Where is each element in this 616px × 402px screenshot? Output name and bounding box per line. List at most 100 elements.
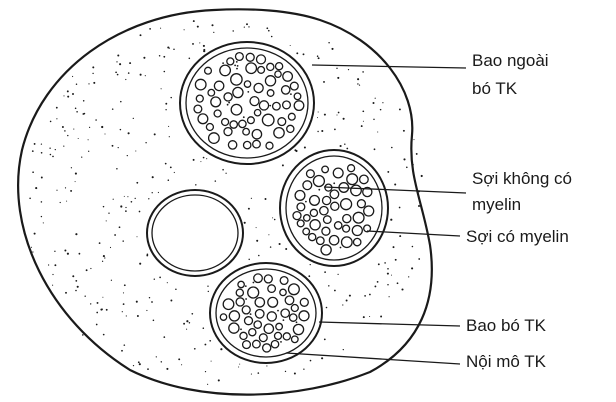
stipple-dot bbox=[92, 66, 94, 68]
myelinated-fiber bbox=[291, 305, 298, 312]
stipple-dot bbox=[377, 281, 379, 283]
myelinated-fiber bbox=[348, 165, 355, 172]
stipple-dot bbox=[232, 30, 233, 31]
stipple-dot bbox=[163, 56, 165, 58]
stipple-dot bbox=[32, 150, 34, 152]
myelinated-fiber bbox=[292, 336, 299, 343]
stipple-dot bbox=[334, 290, 336, 292]
myelinated-fiber bbox=[333, 168, 343, 178]
myelinated-fiber bbox=[364, 206, 374, 216]
myelinated-fiber bbox=[317, 237, 325, 245]
myelinated-fiber bbox=[360, 175, 369, 184]
stipple-dot bbox=[72, 275, 74, 277]
stipple-dot bbox=[165, 163, 167, 165]
stipple-dot bbox=[390, 219, 392, 221]
myelinated-fiber bbox=[254, 110, 260, 116]
stipple-dot bbox=[82, 113, 84, 115]
stipple-dot bbox=[391, 147, 393, 149]
stipple-dot bbox=[75, 290, 77, 292]
stipple-dot bbox=[156, 356, 157, 357]
stipple-dot bbox=[336, 68, 337, 69]
stipple-dot bbox=[52, 285, 53, 286]
stipple-dot bbox=[303, 369, 304, 370]
myelinated-fiber bbox=[254, 321, 261, 328]
stipple-dot bbox=[75, 233, 77, 235]
myelinated-fiber bbox=[275, 71, 281, 77]
stipple-dot bbox=[112, 108, 114, 110]
myelinated-fiber bbox=[220, 314, 226, 320]
stipple-dot bbox=[65, 187, 66, 188]
unmyelinated-fiber bbox=[296, 321, 298, 323]
stipple-dot bbox=[154, 133, 156, 135]
stipple-dot bbox=[163, 71, 165, 73]
stipple-dot bbox=[102, 261, 103, 262]
stipple-dot bbox=[125, 79, 126, 80]
myelinated-fiber bbox=[293, 324, 303, 334]
stipple-dot bbox=[203, 49, 205, 51]
stipple-dot bbox=[160, 28, 161, 29]
stipple-dot bbox=[344, 143, 345, 144]
stipple-dot bbox=[159, 277, 161, 279]
myelinated-fiber bbox=[259, 101, 268, 110]
myelinated-fiber bbox=[229, 323, 239, 333]
stipple-dot bbox=[124, 196, 125, 197]
stipple-dot bbox=[203, 327, 205, 329]
unmyelinated-fiber bbox=[318, 189, 320, 191]
myelinated-fiber bbox=[205, 67, 212, 74]
myelinated-fiber bbox=[230, 121, 237, 128]
stipple-dot bbox=[178, 358, 180, 360]
stipple-dot bbox=[75, 181, 76, 182]
unmyelinated-fiber bbox=[245, 285, 247, 287]
myelinated-fiber bbox=[248, 287, 259, 298]
myelinated-fiber bbox=[300, 298, 308, 306]
fascicle-bottom bbox=[210, 263, 322, 363]
stipple-dot bbox=[310, 264, 311, 265]
stipple-dot bbox=[397, 282, 399, 284]
stipple-dot bbox=[129, 62, 131, 64]
stipple-dot bbox=[67, 253, 69, 255]
myelinated-fiber bbox=[290, 82, 298, 90]
stipple-dot bbox=[115, 71, 117, 73]
stipple-dot bbox=[60, 202, 61, 203]
stipple-dot bbox=[321, 130, 323, 132]
myelinated-fiber bbox=[329, 236, 338, 245]
stipple-dot bbox=[387, 268, 389, 270]
stipple-dot bbox=[324, 114, 326, 116]
stipple-dot bbox=[128, 132, 130, 134]
unmyelinated-fiber bbox=[240, 328, 242, 330]
stipple-dot bbox=[317, 117, 318, 118]
stipple-dot bbox=[127, 196, 128, 197]
stipple-dot bbox=[336, 114, 337, 115]
stipple-dot bbox=[374, 285, 376, 287]
stipple-dot bbox=[54, 264, 56, 266]
unmyelinated-fiber bbox=[290, 93, 292, 95]
myelinated-fiber bbox=[231, 104, 242, 115]
stipple-dot bbox=[197, 26, 199, 28]
stipple-dot bbox=[168, 126, 169, 127]
stipple-dot bbox=[285, 371, 286, 372]
stipple-dot bbox=[110, 247, 111, 248]
myelinated-fiber bbox=[283, 101, 291, 109]
stipple-dot bbox=[324, 271, 326, 273]
myelinated-fiber bbox=[211, 97, 221, 107]
stipple-dot bbox=[348, 69, 349, 70]
stipple-dot bbox=[133, 118, 134, 119]
stipple-dot bbox=[139, 363, 141, 365]
stipple-dot bbox=[380, 316, 382, 318]
myelinated-fiber bbox=[252, 130, 261, 139]
stipple-dot bbox=[123, 292, 124, 293]
stipple-dot bbox=[92, 73, 93, 74]
myelinated-fiber bbox=[257, 55, 266, 64]
myelinated-fiber bbox=[240, 332, 247, 339]
stipple-dot bbox=[89, 127, 90, 128]
myelinated-fiber bbox=[214, 110, 221, 117]
myelinated-fiber bbox=[283, 333, 290, 340]
myelinated-fiber bbox=[209, 133, 220, 144]
stipple-dot bbox=[251, 198, 252, 199]
myelinated-fiber bbox=[254, 274, 263, 283]
stipple-dot bbox=[50, 121, 52, 123]
stipple-dot bbox=[56, 118, 57, 119]
myelinated-fiber bbox=[347, 174, 358, 185]
unmyelinated-fiber bbox=[250, 313, 252, 315]
stipple-dot bbox=[403, 158, 405, 160]
